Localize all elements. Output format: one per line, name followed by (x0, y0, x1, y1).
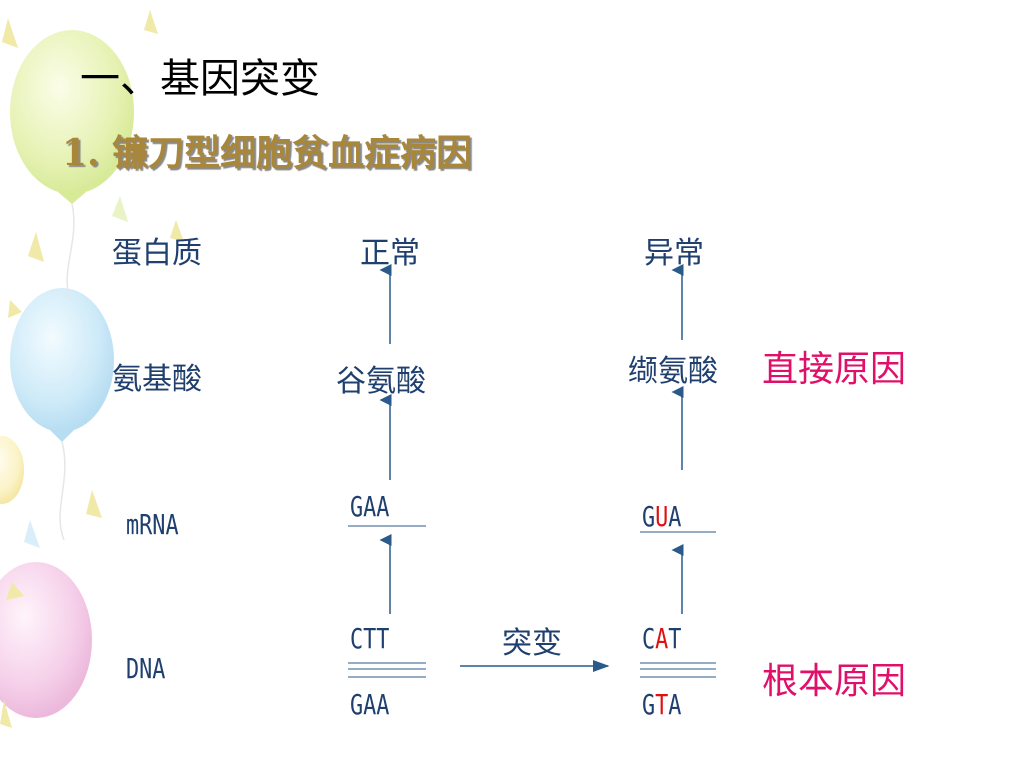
mutated-base: A (655, 622, 669, 655)
normal-dna-top-strand: CTT (350, 622, 389, 655)
base: A (668, 500, 682, 533)
root-cause-label: 根本原因 (762, 661, 907, 702)
abnormal-dna-top-strand: CAT (642, 622, 681, 655)
base: T (376, 622, 390, 655)
base: T (363, 622, 377, 655)
mutation-label: 突变 (502, 626, 562, 661)
confetti-pastel (24, 196, 128, 548)
slide-subheading: 1. 镰刀型细胞贫血症病因 (62, 132, 473, 174)
base: A (668, 688, 682, 721)
base: G (350, 688, 364, 721)
base: C (350, 622, 364, 655)
base: A (376, 490, 390, 523)
base: G (642, 500, 656, 533)
balloon-blue (10, 288, 114, 442)
mutated-base: T (655, 688, 669, 721)
mutated-base: U (655, 500, 669, 533)
base: T (668, 622, 682, 655)
base: C (642, 622, 656, 655)
abnormal-amino-acid: 缬氨酸 (628, 354, 718, 389)
direct-cause-label: 直接原因 (762, 349, 907, 390)
row-label-dna: DNA (126, 652, 166, 685)
base: A (363, 490, 377, 523)
balloon-green (10, 30, 134, 204)
confetti (0, 10, 184, 728)
row-label-amino-acid: 氨基酸 (112, 362, 202, 397)
base: A (363, 688, 377, 721)
normal-amino-acid: 谷氨酸 (336, 364, 426, 399)
row-label-mrna: mRNA (126, 508, 179, 541)
row-label-protein: 蛋白质 (112, 236, 202, 271)
base: A (376, 688, 390, 721)
normal-mrna-codon: GAA (350, 490, 389, 523)
balloon-strings (59, 203, 75, 541)
slide-heading: 一、基因突变 (80, 56, 320, 102)
abnormal-dna-bottom-strand: GTA (642, 688, 681, 721)
base: G (350, 490, 364, 523)
abnormal-mrna-codon: GUA (642, 500, 681, 533)
base: G (642, 688, 656, 721)
balloon-pink (0, 436, 92, 718)
normal-dna-bottom-strand: GAA (350, 688, 389, 721)
